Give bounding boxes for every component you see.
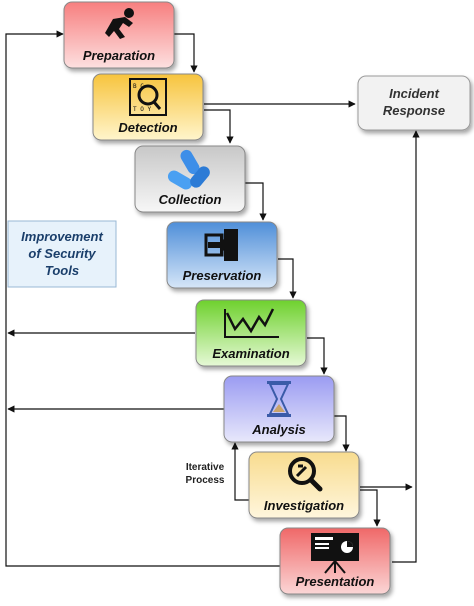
hourglass-icon [267, 381, 291, 417]
stage-preparation: Preparation [63, 1, 175, 69]
arrow-analysis-investigation [333, 415, 350, 452]
improvement-label-3: Tools [45, 263, 79, 278]
stage-boxes: Preparation B C T O Y Detection Collectio… [63, 1, 391, 595]
incident-response-label: Incident [389, 86, 440, 101]
magnifier-chart-icon: B C T O Y [129, 78, 167, 116]
stage-box [248, 451, 360, 519]
incident-response-label-2: Response [383, 103, 445, 118]
stage-label: Preservation [183, 268, 262, 283]
arrow-examination-analysis [307, 337, 328, 375]
arrow-preservation-examination [278, 258, 297, 299]
improvement-label-2: of Security [28, 246, 96, 261]
connector-lines [5, 30, 420, 567]
stage-label: Detection [118, 120, 177, 135]
stage-label: Collection [159, 192, 222, 207]
arrow-preparation-detection [174, 33, 198, 73]
stage-label: Investigation [264, 498, 344, 513]
wrench-magnifier-icon [288, 457, 323, 492]
line-graph-icon [224, 308, 279, 338]
svg-text:T O Y: T O Y [133, 106, 151, 113]
stage-detection: B C T O Y Detection [92, 73, 204, 141]
stage-label: Presentation [296, 574, 375, 589]
stage-investigation: Investigation [248, 451, 360, 519]
improvement-box: Improvement of Security Tools [7, 220, 117, 288]
iterative-process-label-2: Process [186, 475, 225, 486]
stage-label: Preparation [83, 48, 155, 63]
svg-text:B C: B C [133, 83, 144, 90]
stage-examination: Examination [195, 299, 307, 367]
stage-preservation: Preservation [166, 221, 278, 289]
arrow-iterative-loop [231, 442, 249, 501]
arrow-detection-collection [204, 109, 234, 144]
arrow-feedback-preparation [5, 30, 280, 567]
arrow-collection-preservation [245, 182, 267, 221]
stage-box [92, 73, 204, 141]
login-door-icon [204, 229, 238, 261]
presentation-board-icon [311, 533, 359, 574]
stage-presentation: Presentation [279, 527, 391, 595]
runner-start-icon [105, 8, 134, 39]
stage-analysis: Analysis [223, 375, 335, 443]
stage-collection: Collection [134, 145, 246, 213]
improvement-label: Improvement [21, 229, 103, 244]
stage-label: Analysis [251, 422, 305, 437]
arrow-presentation-incident [392, 130, 420, 563]
pills-icon [167, 149, 210, 190]
incident-response-box: Incident Response [357, 75, 471, 131]
arrow-investigation-presentation [360, 489, 381, 527]
stage-label: Examination [212, 346, 289, 361]
iterative-process-label: Iterative [186, 462, 225, 473]
